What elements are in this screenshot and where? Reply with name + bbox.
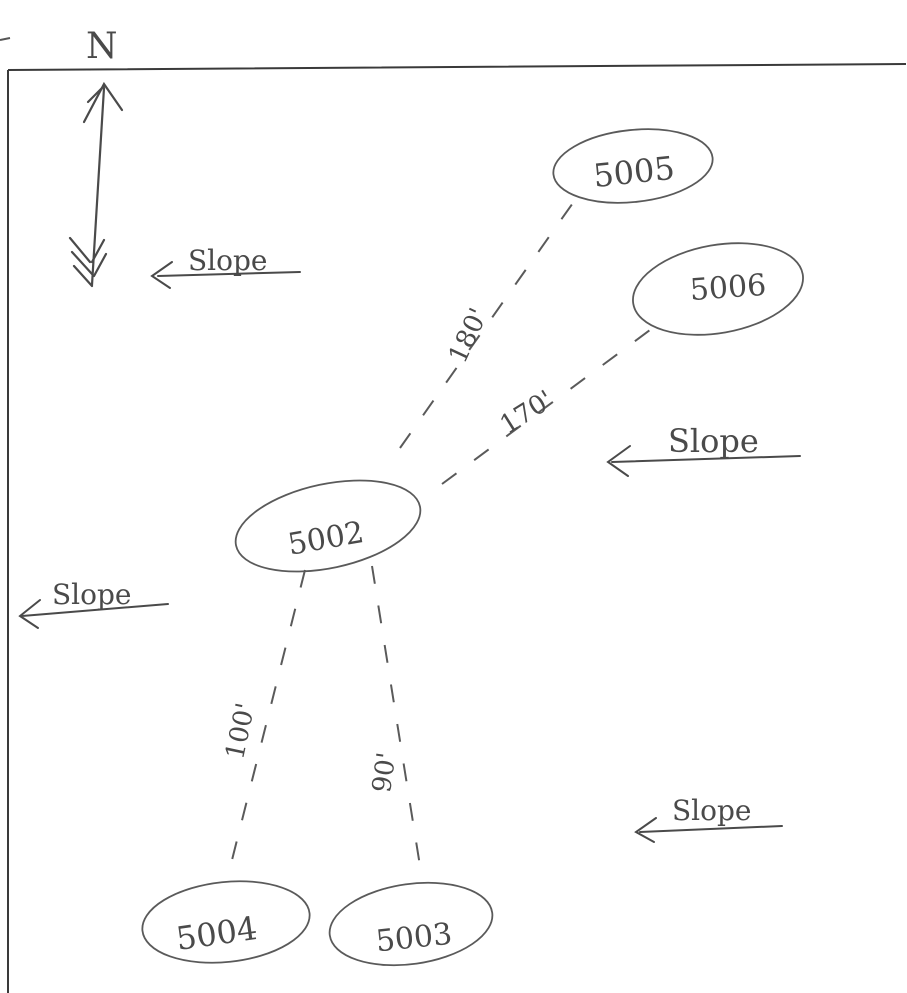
slope-label: Slope [188,244,268,277]
line-5002-5003 [371,565,421,867]
node-5002-circle [234,479,422,573]
slope-label: Slope [52,578,132,611]
node-5005-label: 5005 [591,149,676,195]
line-5002-5005 [399,199,576,449]
node-5002-label: 5002 [285,515,366,563]
node-5005-circle [552,128,714,204]
node-5003-label: 5003 [374,917,454,960]
slope-arrow-1: Slope [150,244,301,289]
distance-170-label: 170' [495,385,559,441]
slope-arrow-2: Slope [606,422,801,477]
distance-lines [231,199,651,867]
node-5006-circle [632,242,804,336]
arrow-left-icon [18,599,169,629]
slope-arrow-4: Slope [634,794,783,843]
slope-label: Slope [672,794,752,827]
slope-label: Slope [668,422,759,460]
node-5006-label: 5006 [689,268,768,308]
north-label: N [86,26,118,67]
distance-180-label: 180' [443,304,494,368]
node-5003-circle [328,881,494,967]
arrow-left-icon [606,445,801,477]
node-5004-label: 5004 [174,909,260,958]
edge-mark [0,37,11,41]
arrow-left-icon [634,817,783,843]
line-5002-5004 [231,569,306,861]
node-5004-circle [141,880,311,964]
distance-100-label: 100' [220,700,261,762]
slope-arrow-3: Slope [18,578,169,629]
line-5002-5006 [441,329,651,485]
arrow-left-icon [150,261,301,289]
north-arrow-icon [68,81,124,288]
frame-border [7,63,907,993]
distance-90-label: 90' [367,750,402,794]
